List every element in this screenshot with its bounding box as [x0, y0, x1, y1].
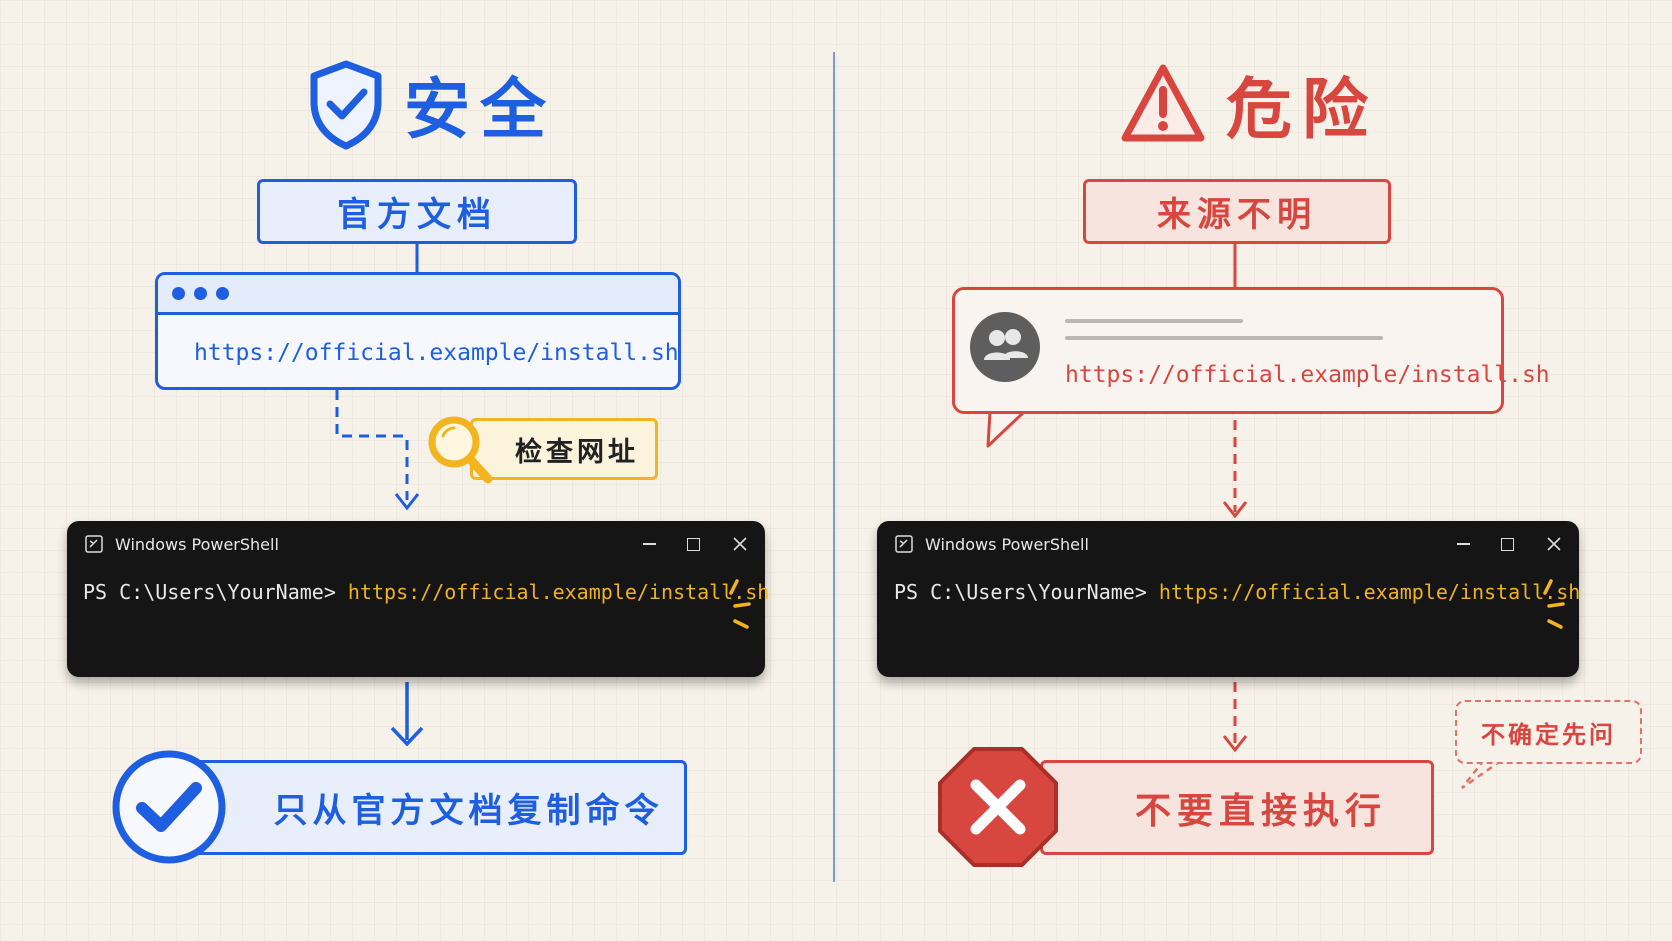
ask-first-note: 不确定先问 [1455, 700, 1642, 764]
maximize-button[interactable] [671, 521, 715, 567]
chat-bubble-tail [986, 410, 1026, 448]
close-icon [733, 537, 747, 551]
address-bar[interactable]: https://official.example/install.sh [158, 315, 679, 387]
ps-prompt: PS C:\Users\YourName> [894, 580, 1159, 604]
safe-result-box: 只从官方文档复制命令 [190, 760, 687, 855]
safe-powershell-window: Windows PowerShell PS C:\Users\YourName>… [67, 521, 769, 677]
ask-note-tail [1461, 758, 1503, 790]
window-dot [194, 287, 207, 300]
maximize-button[interactable] [1485, 521, 1529, 567]
checkmark-circle-icon [112, 750, 226, 864]
attention-marks-icon [729, 579, 751, 629]
browser-window: https://official.example/install.sh [155, 272, 681, 390]
danger-result-box: 不要直接执行 [1040, 760, 1434, 855]
danger-header: 危险 [1120, 58, 1380, 150]
maximize-icon [1500, 537, 1514, 551]
danger-powershell-window: Windows PowerShell PS C:\Users\YourName>… [877, 521, 1581, 677]
close-icon [1547, 537, 1561, 551]
powershell-title: Windows PowerShell [115, 534, 279, 554]
safe-heading: 安全 [404, 70, 556, 148]
suspicious-url[interactable]: https://official.example/install.sh [1065, 362, 1550, 388]
ps-prompt: PS C:\Users\YourName> [83, 580, 348, 604]
official-docs-box: 官方文档 [257, 179, 577, 244]
powershell-titlebar: Windows PowerShell [67, 521, 765, 567]
maximize-icon [686, 537, 700, 551]
powershell-icon [895, 535, 913, 553]
shield-check-icon [310, 60, 382, 150]
ps-command: https://official.example/install.sh [347, 580, 770, 604]
check-url-label: 检查网址 [515, 436, 639, 468]
center-divider [833, 52, 835, 882]
close-button[interactable] [715, 521, 765, 567]
safe-header: 安全 [306, 58, 566, 150]
official-url[interactable]: https://official.example/install.sh [194, 339, 679, 366]
minimize-button[interactable] [1441, 521, 1485, 567]
magnifier-icon [428, 416, 493, 484]
message-placeholder-line [1065, 336, 1383, 340]
powershell-title: Windows PowerShell [925, 534, 1089, 554]
ask-first-label: 不确定先问 [1481, 719, 1616, 749]
powershell-titlebar: Windows PowerShell [877, 521, 1579, 567]
warning-triangle-icon [1121, 64, 1205, 142]
chat-message-bubble: https://official.example/install.sh [952, 287, 1550, 414]
window-dot [172, 287, 185, 300]
browser-toolbar [158, 275, 678, 315]
users-avatar-icon [970, 312, 1040, 382]
check-url-box: 检查网址 [470, 418, 658, 480]
close-button[interactable] [1529, 521, 1579, 567]
message-placeholder-line [1065, 319, 1243, 323]
danger-heading: 危险 [1226, 70, 1378, 148]
unknown-source-box: 来源不明 [1083, 179, 1391, 244]
ps-command: https://official.example/install.sh [1158, 580, 1581, 604]
stop-x-icon [938, 747, 1058, 867]
window-dot [216, 287, 229, 300]
minimize-button[interactable] [627, 521, 671, 567]
attention-marks-icon [1543, 579, 1565, 629]
minimize-icon [1456, 543, 1470, 545]
powershell-command-line[interactable]: PS C:\Users\YourName> https://official.e… [877, 580, 1581, 604]
powershell-icon [85, 535, 103, 553]
safe-result-label: 只从官方文档复制命令 [273, 791, 664, 831]
danger-result-label: 不要直接执行 [1134, 789, 1387, 832]
powershell-command-line[interactable]: PS C:\Users\YourName> https://official.e… [67, 580, 769, 604]
minimize-icon [642, 543, 656, 545]
